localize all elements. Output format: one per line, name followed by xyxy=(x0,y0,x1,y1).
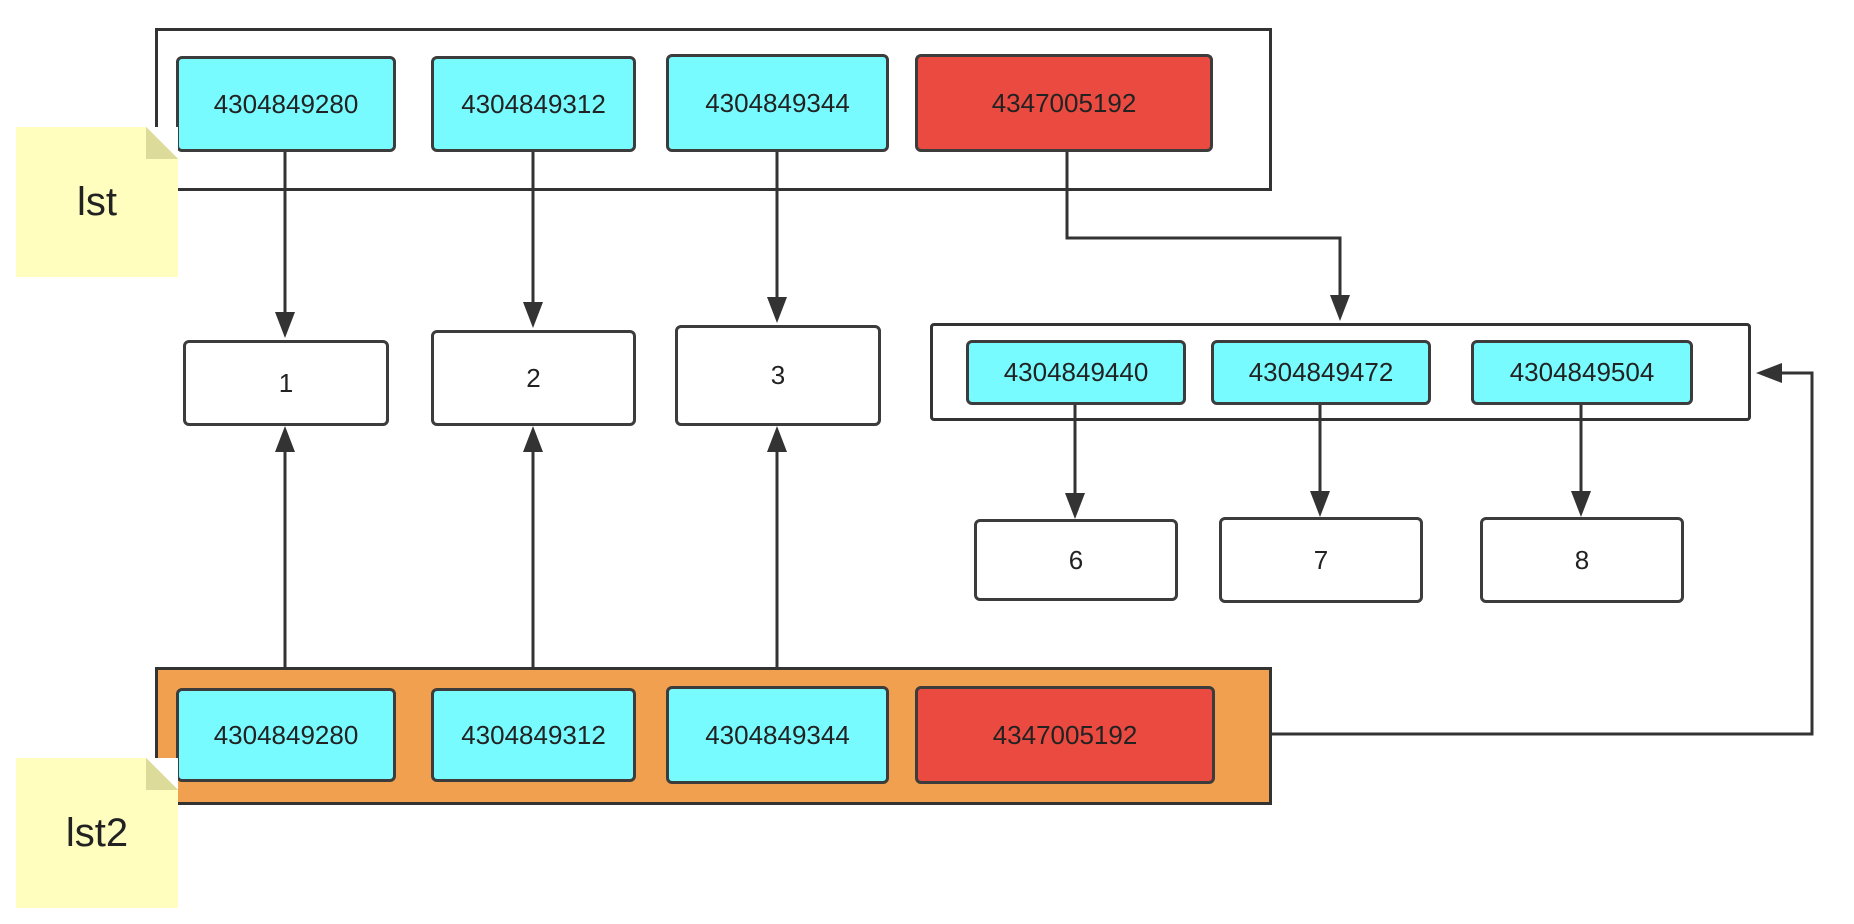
lst-cell: 4304849312 xyxy=(431,56,636,152)
lst-cell-nested-list: 4347005192 xyxy=(915,54,1213,152)
value-box: 3 xyxy=(675,325,881,426)
lst2-cell-nested-list: 4347005192 xyxy=(915,686,1215,784)
value-box: 6 xyxy=(974,519,1178,601)
sticky-note-lst2: lst2 xyxy=(16,758,178,908)
lst-frame xyxy=(155,28,1272,191)
value-box: 1 xyxy=(183,340,389,426)
inner-list-cell: 4304849440 xyxy=(966,340,1186,405)
sticky-note-lst: lst xyxy=(16,127,178,277)
inner-list-frame xyxy=(930,323,1751,421)
inner-list-cell: 4304849472 xyxy=(1211,340,1431,405)
lst-cell: 4304849280 xyxy=(176,56,396,152)
value-box: 7 xyxy=(1219,517,1423,603)
note-label: lst xyxy=(77,179,117,224)
lst2-cell: 4304849312 xyxy=(431,688,636,782)
lst2-cell: 4304849280 xyxy=(176,688,396,782)
inner-list-cell: 4304849504 xyxy=(1471,340,1693,405)
lst-cell: 4304849344 xyxy=(666,54,889,152)
value-box: 2 xyxy=(431,330,636,426)
note-label: lst2 xyxy=(65,810,129,855)
note-fold-icon xyxy=(146,127,178,159)
note-fold-icon xyxy=(146,758,178,790)
value-box: 8 xyxy=(1480,517,1684,603)
lst2-cell: 4304849344 xyxy=(666,686,889,784)
